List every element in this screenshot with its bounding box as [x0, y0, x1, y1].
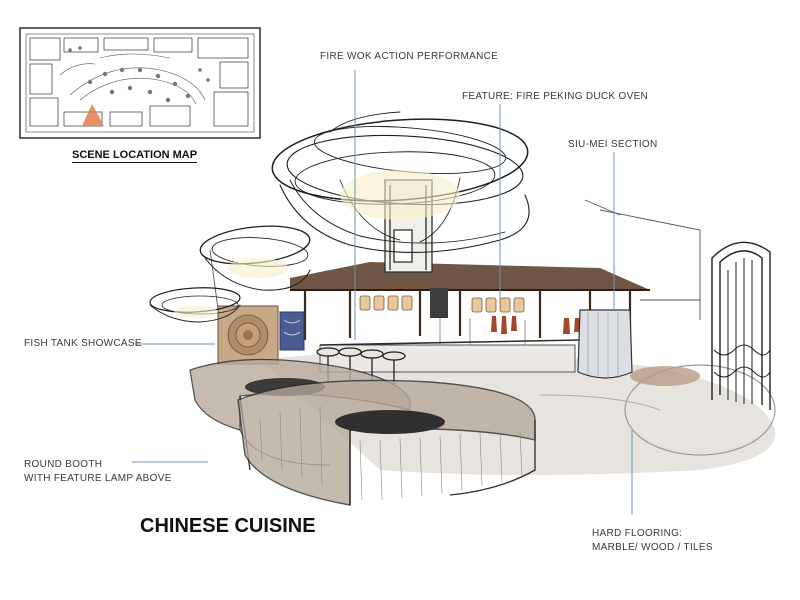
callout-flooring-line1: HARD FLOORING:: [592, 528, 683, 539]
bar-stools: [316, 347, 406, 385]
round-booth-front: [237, 379, 536, 506]
callout-flooring-line2: MARBLE/ WOOD / TILES: [592, 542, 713, 553]
callout-peking-duck: FEATURE: FIRE PEKING DUCK OVEN: [462, 91, 649, 102]
counter-canopy: [290, 262, 650, 345]
fish-tank-showcase: [217, 305, 305, 365]
callout-round-booth-line1: ROUND BOOTH: [24, 459, 103, 470]
service-counter: [319, 309, 633, 379]
sketch-title: CHINESE CUISINE: [140, 515, 316, 537]
leader-lines: [132, 70, 633, 515]
callout-siu-mei: SIU-MEI SECTION: [568, 139, 658, 150]
arched-screen: [711, 241, 771, 410]
callout-fire-wok: FIRE WOK ACTION PERFORMANCE: [320, 51, 499, 62]
location-map-title: SCENE LOCATION MAP: [72, 149, 198, 163]
location-map: [19, 27, 261, 139]
callout-fish-tank: FISH TANK SHOWCASE: [24, 338, 142, 349]
callout-round-booth-line2: WITH FEATURE LAMP ABOVE: [24, 473, 172, 484]
feature-lamps: [149, 111, 530, 323]
scene-marker: [82, 104, 104, 126]
